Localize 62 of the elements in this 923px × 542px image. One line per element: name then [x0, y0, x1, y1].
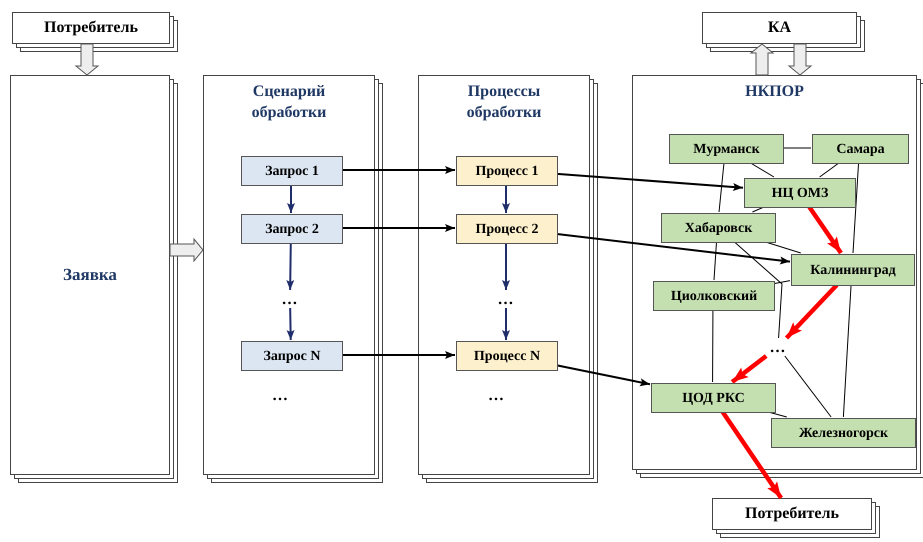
connector-line [774, 280, 790, 284]
arrow [807, 206, 843, 254]
arrow [287, 185, 295, 213]
request-box: Запрос N [241, 341, 343, 371]
connector-line [765, 242, 802, 254]
connector-line [784, 356, 832, 418]
ellipsis: … [272, 386, 291, 406]
block-arrow [750, 43, 774, 76]
station-box: Циолковский [653, 281, 775, 311]
block-arrow [788, 44, 812, 76]
process-box: Процесс 2 [456, 214, 558, 244]
stacked-card: КА [702, 12, 857, 44]
station-box: НЦ ОМЗ [744, 178, 856, 208]
arrow [502, 243, 510, 290]
panel [632, 75, 917, 470]
connector-line [714, 242, 717, 280]
process-box: Процесс N [456, 341, 558, 371]
stacked-card: Потребитель [712, 498, 872, 530]
station-box: Самара [812, 134, 909, 164]
arrow [286, 308, 295, 340]
ellipsis: … [489, 291, 525, 309]
arrow [556, 233, 790, 264]
panel-title: Процессы обработки [466, 82, 542, 123]
connector-line [718, 162, 724, 212]
panel [203, 75, 375, 475]
ellipsis: … [761, 339, 797, 357]
connector-line [752, 206, 765, 212]
arrow [342, 166, 455, 174]
arrow [784, 283, 838, 340]
station-box: ЦОД РКС [651, 383, 776, 413]
stacked-card: Потребитель [12, 12, 170, 44]
request-box: Запрос 1 [241, 156, 343, 186]
block-arrow [74, 44, 100, 76]
connector-line [852, 162, 860, 254]
process-box: Процесс 1 [456, 156, 558, 186]
request-box: Запрос 2 [241, 214, 343, 244]
block-arrow [170, 238, 204, 262]
connector-line [842, 284, 852, 418]
panel-title: НКПОР [744, 82, 805, 102]
arrow [556, 172, 744, 192]
arrow [556, 364, 650, 386]
arrow [720, 410, 783, 500]
arrow [502, 308, 510, 340]
panel-title: Сценарий обработки [250, 82, 328, 123]
station-box: Мурманск [669, 134, 784, 164]
arrow [342, 351, 455, 359]
ellipsis: … [488, 386, 507, 406]
station-box: Хабаровск [661, 213, 776, 243]
connector-line [734, 242, 783, 338]
arrow [342, 224, 455, 232]
panel [10, 75, 170, 475]
arrow [502, 185, 510, 213]
connector-line [712, 310, 714, 382]
connector-line [750, 162, 774, 178]
station-box: Калининград [791, 254, 915, 286]
arrow [730, 354, 768, 384]
connector-line [819, 162, 840, 178]
panel-title: Заявка [63, 264, 117, 286]
arrow [286, 242, 294, 290]
ellipsis: … [273, 291, 309, 309]
panel [418, 75, 590, 475]
station-box: Железногорск [771, 418, 916, 448]
